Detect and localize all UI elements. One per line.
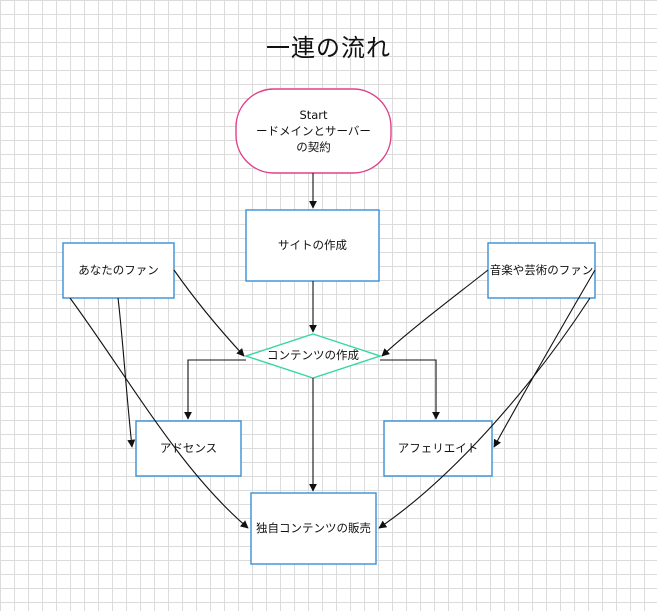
edge-fansart-affiliate [493, 269, 596, 448]
adsense-node [135, 420, 242, 477]
start-label: Start ードメインとサーバー の契約 [236, 89, 391, 173]
edge-fansyou-sales [69, 297, 249, 529]
edge-fansyou-adsense [117, 297, 136, 448]
start-label-line2: ードメインとサーバー [256, 123, 371, 138]
edge-fansart-sales [378, 297, 591, 529]
content-label: コンテンツの作成 [267, 348, 359, 363]
edge-fansyou-content [173, 269, 245, 357]
adsense-label: アドセンス [159, 440, 218, 455]
affiliate-node [383, 420, 493, 477]
site-label: サイトの作成 [278, 237, 347, 252]
sales-node [250, 492, 377, 565]
edge-content-affiliate [380, 359, 440, 420]
diagram-title: 一連の流れ [266, 34, 391, 62]
affiliate-label: アフェリエイト [397, 440, 479, 455]
fans-you-label: あなたのファン [78, 262, 159, 277]
edge-content-adsense [184, 359, 246, 420]
start-label-line3: の契約 [296, 140, 331, 155]
start-label-line1: Start [299, 107, 328, 122]
edge-fansart-content [381, 269, 489, 357]
fans-art-label: 音楽や芸術のファン [489, 262, 594, 277]
sales-label: 独自コンテンツの販売 [256, 520, 371, 535]
